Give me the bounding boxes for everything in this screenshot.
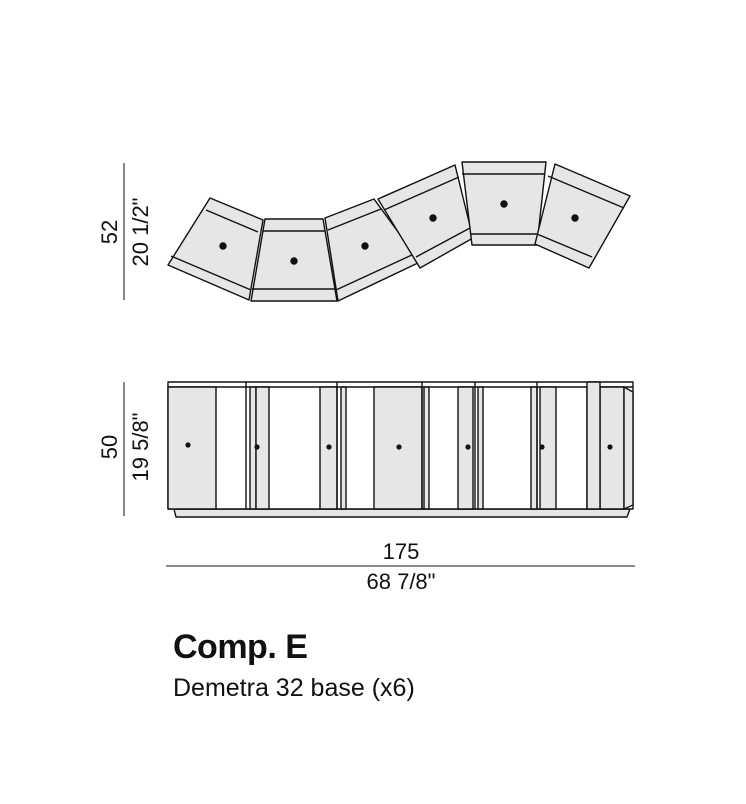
door-panel — [373, 386, 423, 510]
width-cm: 175 — [383, 539, 420, 564]
technical-drawing: 52 20 1/2" 50 19 5/8" 175 68 7/8" — [97, 161, 635, 594]
plan-module — [534, 163, 631, 269]
plan-height-cm: 52 — [97, 220, 122, 244]
plan-view — [167, 161, 631, 302]
composition-subtitle: Demetra 32 base (x6) — [173, 674, 415, 702]
plan-module — [377, 164, 474, 269]
front-view — [167, 381, 634, 518]
plinth — [173, 508, 631, 518]
composition-title: Comp. E — [173, 628, 308, 666]
end-panel — [586, 381, 601, 510]
side-panel — [457, 386, 474, 510]
width-in: 68 7/8" — [367, 569, 436, 594]
side-panel — [423, 386, 430, 510]
plan-module — [167, 197, 264, 301]
side-panel — [340, 386, 347, 510]
door-handles — [185, 442, 613, 450]
plan-module — [461, 161, 547, 246]
side-panel — [477, 386, 484, 510]
front-height-cm: 50 — [97, 435, 122, 459]
plan-module — [250, 218, 338, 302]
front-height-in: 19 5/8" — [128, 413, 153, 482]
side-panel — [530, 386, 538, 510]
door-panel — [167, 386, 217, 510]
plan-height-in: 20 1/2" — [128, 198, 153, 267]
end-panel — [623, 386, 634, 510]
plan-module — [324, 198, 421, 302]
